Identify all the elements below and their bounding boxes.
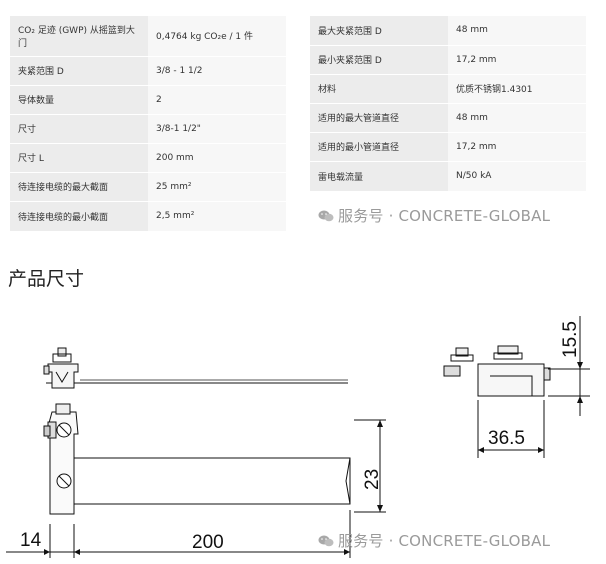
table-row: 夹紧范围 D 3/8 - 1 1/2 [10, 56, 286, 86]
clamp-front-view [43, 403, 351, 515]
spec-value: 200 mm [148, 143, 286, 173]
spec-label: 适用的最小管道直径 [310, 132, 448, 162]
table-row: 尺寸 L 200 mm [10, 143, 286, 173]
clamp-side-view [443, 345, 590, 397]
spec-label: 材料 [310, 74, 448, 104]
dim-200: 200 [192, 532, 224, 553]
spec-label: CO₂ 足迹 (GWP) 从摇篮到大门 [10, 16, 148, 57]
spec-label: 适用的最大管道直径 [310, 103, 448, 133]
dim-15-5: 15.5 [560, 321, 581, 358]
clamp-top-view [43, 347, 348, 389]
spec-table-right: 最大夹紧范围 D 48 mm 最小夹紧范围 D 17,2 mm 材料 优质不锈钢… [310, 16, 586, 192]
section-title: 产品尺寸 [8, 268, 85, 290]
table-row: 导体数量 2 [10, 85, 286, 115]
spec-value: N/50 kA [448, 161, 586, 192]
table-row: 适用的最大管道直径 48 mm [310, 103, 586, 133]
watermark-text: 服务号 · CONCRETE-GLOBAL [338, 532, 551, 550]
spec-label: 尺寸 [10, 114, 148, 144]
table-row: 尺寸 3/8-1 1/2" [10, 114, 286, 144]
spec-value: 3/8 - 1 1/2 [148, 56, 286, 86]
table-row: CO₂ 足迹 (GWP) 从摇篮到大门 0,4764 kg CO₂e / 1 件 [10, 16, 286, 57]
spec-value: 17,2 mm [448, 132, 586, 162]
wechat-icon [318, 535, 334, 547]
wechat-icon [318, 210, 334, 222]
dim-14: 14 [20, 530, 42, 551]
dim-36-5: 36.5 [488, 428, 525, 449]
spec-value: 17,2 mm [448, 45, 586, 75]
spec-value: 0,4764 kg CO₂e / 1 件 [148, 16, 286, 57]
spec-label: 待连接电缆的最小截面 [10, 201, 148, 232]
spec-table-left: CO₂ 足迹 (GWP) 从摇篮到大门 0,4764 kg CO₂e / 1 件… [10, 16, 286, 232]
spec-value: 2,5 mm² [148, 201, 286, 232]
watermark-top: 服务号 · CONCRETE-GLOBAL [318, 205, 550, 226]
spec-value: 优质不锈钢1.4301 [448, 74, 586, 104]
spec-label: 雷电载流量 [310, 161, 448, 192]
table-row: 最小夹紧范围 D 17,2 mm [310, 45, 586, 75]
spec-value: 3/8-1 1/2" [148, 114, 286, 144]
watermark-bottom: 服务号 · CONCRETE-GLOBAL [318, 530, 550, 551]
spec-value: 48 mm [448, 16, 586, 46]
spec-value: 48 mm [448, 103, 586, 133]
table-row: 最大夹紧范围 D 48 mm [310, 16, 586, 46]
spec-label: 导体数量 [10, 85, 148, 115]
spec-label: 最小夹紧范围 D [310, 45, 448, 75]
spec-label: 最大夹紧范围 D [310, 16, 448, 46]
table-row: 雷电载流量 N/50 kA [310, 161, 586, 192]
watermark-text: 服务号 · CONCRETE-GLOBAL [338, 207, 551, 225]
spec-label: 尺寸 L [10, 143, 148, 173]
table-row: 材料 优质不锈钢1.4301 [310, 74, 586, 104]
table-row: 待连接电缆的最小截面 2,5 mm² [10, 201, 286, 232]
table-row: 待连接电缆的最大截面 25 mm² [10, 172, 286, 202]
spec-value: 2 [148, 85, 286, 115]
table-row: 适用的最小管道直径 17,2 mm [310, 132, 586, 162]
dimension-drawing: 36.5 15.5 23 14 200 [6, 316, 590, 558]
spec-label: 夹紧范围 D [10, 56, 148, 86]
dim-23: 23 [362, 469, 383, 490]
spec-label: 待连接电缆的最大截面 [10, 172, 148, 202]
spec-value: 25 mm² [148, 172, 286, 202]
